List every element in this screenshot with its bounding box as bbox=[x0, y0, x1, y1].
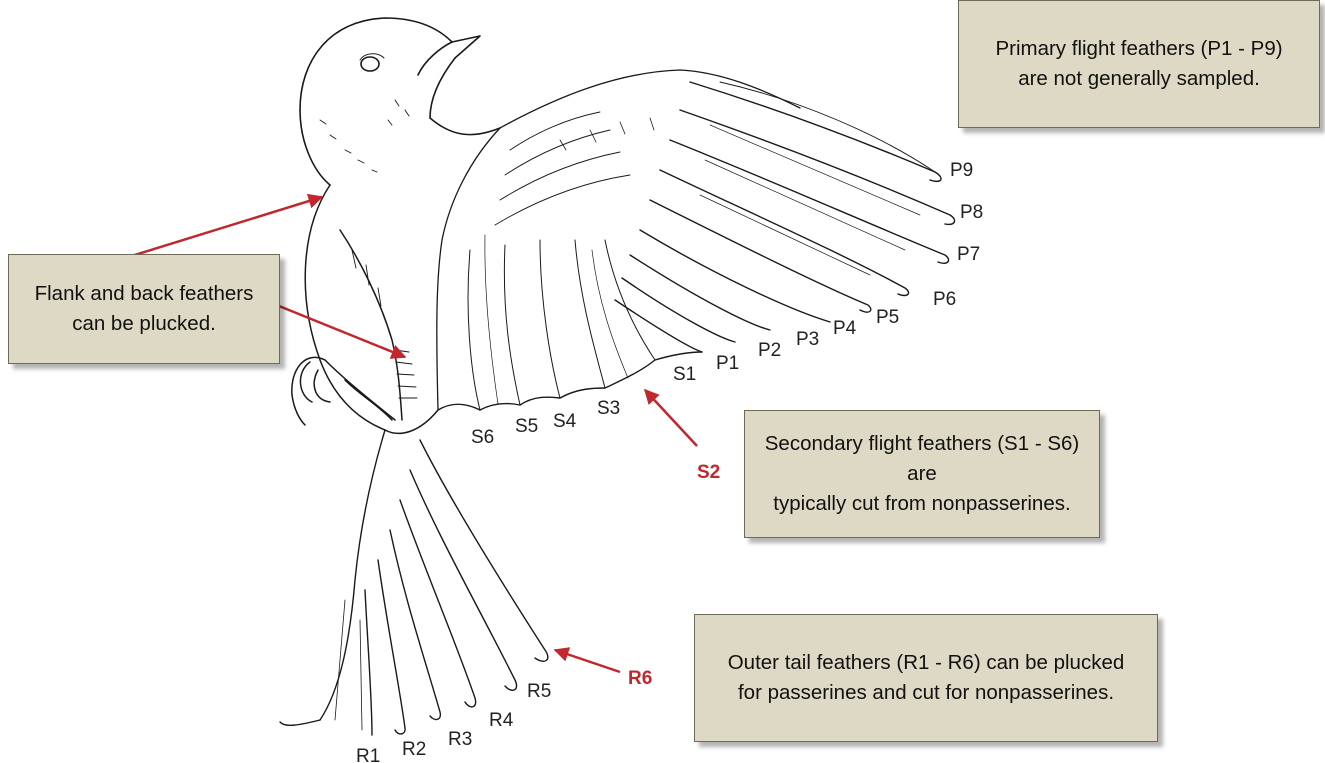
label-p1: P1 bbox=[716, 353, 739, 374]
s2-arrow bbox=[645, 390, 697, 446]
callout-flank-line2: can be plucked. bbox=[35, 309, 254, 339]
label-p7: P7 bbox=[957, 244, 980, 265]
tail-labels: R5 R4 R3 R2 R1 bbox=[356, 681, 551, 763]
tail-feathers bbox=[280, 430, 548, 735]
r6-arrow bbox=[555, 650, 620, 672]
label-r4: R4 bbox=[489, 710, 514, 731]
callout-flank-line1: Flank and back feathers bbox=[35, 279, 254, 309]
label-p5: P5 bbox=[876, 307, 899, 328]
callout-primary-line2: are not generally sampled. bbox=[995, 64, 1282, 94]
label-p3: P3 bbox=[796, 329, 819, 350]
bird-head bbox=[300, 18, 480, 185]
label-r2: R2 bbox=[402, 739, 426, 760]
bird-foot bbox=[292, 357, 395, 425]
callout-secondary-line2: typically cut from nonpasserines. bbox=[757, 489, 1087, 519]
bird-body bbox=[305, 118, 500, 433]
label-s4: S4 bbox=[553, 411, 577, 432]
label-p2: P2 bbox=[758, 340, 781, 361]
secondary-labels: S1 S3 S4 S5 S6 bbox=[471, 364, 696, 448]
callout-flank-feathers: Flank and back feathers can be plucked. bbox=[8, 254, 280, 364]
label-p4: P4 bbox=[833, 318, 857, 339]
callout-primary-line1: Primary flight feathers (P1 - P9) bbox=[995, 34, 1282, 64]
label-r5: R5 bbox=[527, 681, 551, 702]
callout-secondary-line1: Secondary flight feathers (S1 - S6) are bbox=[757, 429, 1087, 488]
callout-tail-line2: for passerines and cut for nonpasserines… bbox=[728, 678, 1125, 708]
label-r3: R3 bbox=[448, 729, 472, 750]
label-s6: S6 bbox=[471, 427, 494, 448]
secondary-feathers bbox=[438, 235, 702, 410]
callout-tail-feathers: Outer tail feathers (R1 - R6) can be plu… bbox=[694, 614, 1158, 742]
callout-tail-line1: Outer tail feathers (R1 - R6) can be plu… bbox=[728, 648, 1125, 678]
label-s2-highlight: S2 bbox=[697, 462, 720, 483]
label-s1: S1 bbox=[673, 364, 696, 385]
label-p6: P6 bbox=[933, 289, 956, 310]
flank-arrow-upper bbox=[125, 197, 322, 258]
callout-primary-feathers: Primary flight feathers (P1 - P9) are no… bbox=[958, 0, 1320, 128]
label-p8: P8 bbox=[960, 202, 983, 223]
label-s3: S3 bbox=[597, 398, 620, 419]
label-r1: R1 bbox=[356, 746, 380, 763]
primary-feathers bbox=[615, 82, 955, 352]
callout-secondary-feathers: Secondary flight feathers (S1 - S6) are … bbox=[744, 410, 1100, 538]
label-r6-highlight: R6 bbox=[628, 668, 652, 689]
flank-arrow-lower bbox=[279, 306, 405, 357]
primary-labels: P9 P8 P7 P6 P5 P4 P3 P2 P1 bbox=[716, 160, 983, 374]
label-p9: P9 bbox=[950, 160, 973, 181]
wing-coverts bbox=[437, 70, 800, 410]
label-s5: S5 bbox=[515, 416, 538, 437]
